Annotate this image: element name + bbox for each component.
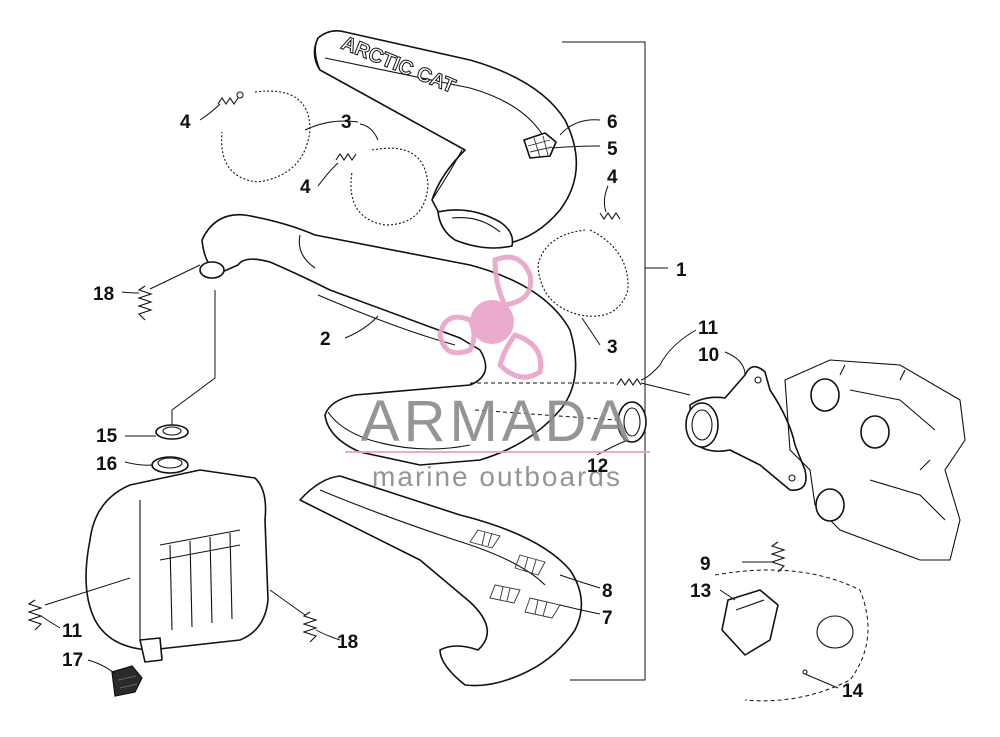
spring-clamp-upper [221,90,311,183]
spring-9 [770,541,786,573]
upper-heat-shield: ARCTIC CAT [313,30,578,249]
callout-4-upper: 4 [180,112,191,133]
expansion-chamber [199,213,577,466]
callout-4-middle: 4 [300,177,311,198]
callout-6: 6 [607,112,618,133]
spring-clamp-middle [350,147,429,226]
spring-4-right [599,212,621,220]
callout-18-upper: 18 [93,284,114,305]
callout-12: 12 [587,456,608,477]
callout-4-right: 4 [607,167,618,188]
engine-block [784,359,966,561]
lower-heat-shield [299,475,583,687]
callout-7: 7 [602,608,613,629]
callout-5: 5 [607,139,618,160]
spring-11-left [27,599,43,631]
callout-15: 15 [96,426,118,447]
assembly-bracket-1 [562,41,668,681]
callout-11-left: 11 [62,621,83,642]
spring-4-upper [217,91,244,105]
spring-18-lower [302,611,318,643]
callout-3-upper: 3 [341,112,352,133]
watermark-brand: ARMADA [361,389,633,454]
armada-watermark: ARMADA marine outboards [345,254,650,492]
leader-lines [40,103,839,689]
callout-10: 10 [698,345,719,366]
spring-clamp-lower [537,229,629,317]
callout-3-lower: 3 [607,337,618,358]
spring-11-right [616,378,642,386]
drain-plug [111,665,143,697]
callout-8: 8 [602,581,613,602]
callout-1: 1 [676,260,687,281]
callout-2: 2 [320,329,331,350]
exhaust-manifold [685,365,807,491]
callout-13: 13 [690,581,711,602]
spring-4-middle [335,153,357,161]
callout-16: 16 [96,454,117,475]
callout-9: 9 [700,554,711,575]
callout-14: 14 [842,681,864,702]
grommet [155,424,189,440]
spring-18-upper [137,285,153,321]
callout-17: 17 [62,650,83,671]
muffler [85,456,269,663]
mount-bracket [721,589,779,656]
exhaust-gasket [617,401,647,443]
watermark-tagline: marine outboards [372,461,622,492]
callout-18-lower: 18 [337,632,358,653]
propeller-logo [437,254,544,380]
callout-labels: 1 2 3 3 4 4 4 5 6 7 8 9 10 11 11 12 13 1… [62,112,864,702]
callout-11-right: 11 [698,318,719,339]
